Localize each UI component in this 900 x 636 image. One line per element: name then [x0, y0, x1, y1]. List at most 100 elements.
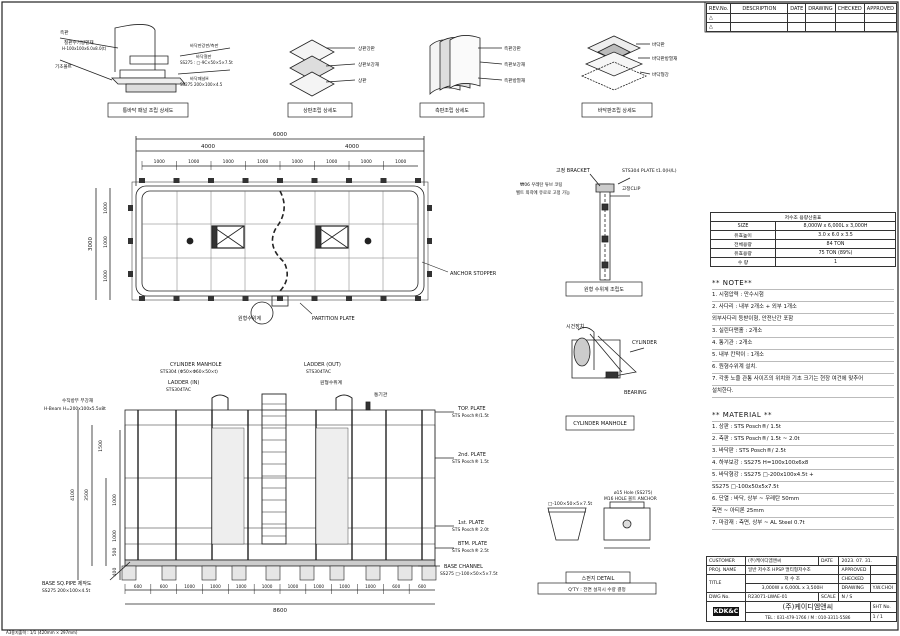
note-9: 설치한다. — [712, 386, 894, 398]
rev-h2: DATE — [787, 3, 807, 14]
plan-half-right: 4000 — [345, 144, 359, 150]
small-title: 스펀지 DETAIL — [582, 575, 615, 582]
tb-title-1: 저 수 조 — [744, 574, 840, 584]
anchor-stopper — [139, 296, 145, 301]
elev-base-pipe: BASE SQ.PIPE 제작도 — [42, 580, 92, 587]
elev-bdim-label: 1000 — [288, 584, 299, 589]
view1-label-i: SS275 200×100×4.5 — [180, 82, 223, 87]
tb-proj-label: PROJ. NAME — [706, 565, 746, 575]
note-1: 1. 시험압력 : 만수시험 — [712, 290, 894, 302]
concrete-pier — [329, 565, 345, 581]
gauge-label-d: 벨트 외곽에 유로로 고정 가능 — [516, 189, 570, 196]
note-6: 5. 내부 칸막이 : 1개소 — [712, 350, 894, 362]
tb-company: (주)케이디엠앤씨 — [745, 601, 871, 613]
view2-label-a: 상판강판 — [358, 45, 376, 52]
view3-label-a: 측판강판 — [504, 45, 522, 52]
plan-anchor-label: ANCHOR STOPPER — [450, 271, 497, 277]
plan-half-left: 4000 — [201, 144, 215, 150]
view3-title: 측판조립 상세도 — [435, 107, 469, 114]
anchor-stopper — [277, 178, 283, 183]
elev-2nd-plate: 2nd. PLATE — [458, 452, 486, 458]
tb-customer: (주)케이디엠앤씨 — [745, 556, 819, 566]
note-2: 2. 사다리 : 내부 2개소 + 외부 1개소 — [712, 302, 894, 314]
view2-label-c: 상판 — [358, 77, 367, 84]
rev-h4: CHECKED — [834, 3, 865, 14]
view2-title: 상판조립 상세도 — [303, 107, 337, 114]
elev-bdim-label: 1000 — [365, 584, 376, 589]
manhole-title: CYLINDER MANHOLE — [573, 421, 627, 427]
gauge-label-a: 고정 BRACKET — [556, 167, 591, 174]
concrete-pier — [421, 565, 437, 581]
tb-dwg: R23071-LWAE-01 — [745, 592, 819, 602]
small-anchor-note: M16 HOLE 볼트 ANCHOR — [604, 495, 657, 502]
plan-vertical-total: 3000 — [88, 237, 94, 251]
elev-beam: 수직방부 부강재 — [62, 397, 93, 404]
anchor-stopper — [242, 178, 249, 183]
rev-h3: DRAWING — [805, 3, 836, 14]
view1-label-c: H-100x100x6.0x8.0(t) — [62, 46, 107, 51]
view1-label-a: 측판 — [60, 29, 69, 36]
anchor-stopper — [208, 296, 214, 301]
gauge-title: 원형 수위계 조립도 — [584, 286, 624, 293]
detail-view-4 — [581, 35, 651, 91]
plan-span-label: 1000 — [257, 159, 268, 165]
view4-label-b: 바닥판방열재 — [652, 55, 677, 62]
elev-btm-plate: BTM. PLATE — [458, 541, 487, 547]
tb-approved-label: APPROVED — [838, 565, 871, 575]
elev-base-channel: BASE CHANNEL — [444, 564, 483, 570]
tb-proj: 일반 저수조 HPSP 멀티형저수조 — [744, 565, 840, 575]
capacity-title: 저수조 용량산출표 — [710, 212, 896, 222]
gauge-label-e: 고정CLIP — [622, 185, 641, 192]
material-5: 5. 바닥형강 : SS275 □-200x100x4.5t + — [712, 470, 894, 482]
material-7: 6. 단열 : 바닥, 상부 ~ 우레탄 50mm — [712, 494, 894, 506]
plan-overall: 6000 — [273, 132, 287, 138]
elev-top-spec: STS Posch®/1.5t — [452, 412, 489, 419]
anchor-stopper — [128, 271, 133, 277]
view4-label-c: 바닥형강 — [652, 71, 670, 78]
detail-view-3 — [429, 35, 503, 95]
anchor-stopper — [128, 205, 133, 211]
cap-v4: 1 — [775, 257, 896, 267]
view1-label-b: 철판수기방열재 — [64, 39, 94, 46]
elev-btm-spec: STS Posch® 2.5t — [452, 547, 489, 554]
elev-vdim-label: 4100 — [70, 489, 76, 501]
elev-ladder-in-spec: STS304TAC — [166, 387, 191, 393]
tb-scale: N / S — [838, 592, 897, 602]
anchor-stopper — [427, 238, 432, 244]
manhole-label-a: 시건장치 — [566, 323, 584, 330]
cap-k1: 유효높이 — [710, 230, 776, 240]
elev-1st-spec: STS Posch® 2.0t — [452, 526, 489, 533]
elev-vdim-label: 1000 — [112, 530, 118, 542]
elev-vent: 통기관 — [374, 391, 388, 398]
elev-base-pipe-spec: SS275 200×100×4.5t — [42, 588, 90, 594]
tb-sheet-label: SHT No. — [869, 601, 898, 613]
note-5: 4. 통기관 : 2개소 — [712, 338, 894, 350]
material-2: 2. 측판 : STS Posch®/ 1.5t ~ 2.0t — [712, 434, 894, 446]
note-4: 3. 실린더맨홀 : 2개소 — [712, 326, 894, 338]
view3-label-c: 측판방열재 — [504, 77, 525, 84]
revision-table: REV.No. DESCRIPTION DATE DRAWING CHECKED… — [705, 3, 898, 32]
anchor-stopper — [415, 296, 421, 301]
material-block: ** MATERIAL ** 1. 상판 : STS Posch®/ 1.5t … — [712, 410, 894, 530]
notes-block: ** NOTE** 1. 시험압력 : 만수시험 2. 사다리 : 내부 2개소… — [712, 278, 894, 398]
small-channel: □-100×50×5×7.5t — [548, 501, 592, 507]
elev-bdim-label: 1000 — [339, 584, 350, 589]
plan-span-label: 1000 — [395, 159, 406, 165]
plan-manhole-label: 원형수위계 — [238, 315, 261, 322]
view4-title: 바닥판조립 상세도 — [598, 107, 637, 114]
title-block: CUSTOMER (주)케이디엠앤씨 DATE 2023. 07. 31. PR… — [706, 556, 898, 622]
material-title: ** MATERIAL ** — [712, 410, 894, 422]
elev-top-plate: TOP. PLATE — [457, 406, 486, 412]
view2-label-b: 상판보강재 — [358, 61, 379, 68]
elev-ladder-out-spec: STS304TAC — [306, 369, 331, 375]
small-details — [547, 501, 651, 549]
small-qty: Q'TY : 전면 설치시 수량 결정 — [568, 586, 625, 593]
anchor-stopper — [173, 178, 180, 183]
note-3: 외부사다리 등받이형, 안전난간 포함 — [712, 314, 894, 326]
plan-span-label: 1000 — [361, 159, 372, 165]
plan-vertical-1: 1000 — [103, 202, 109, 214]
elev-cyl-manhole: CYLINDER MANHOLE — [170, 362, 222, 368]
